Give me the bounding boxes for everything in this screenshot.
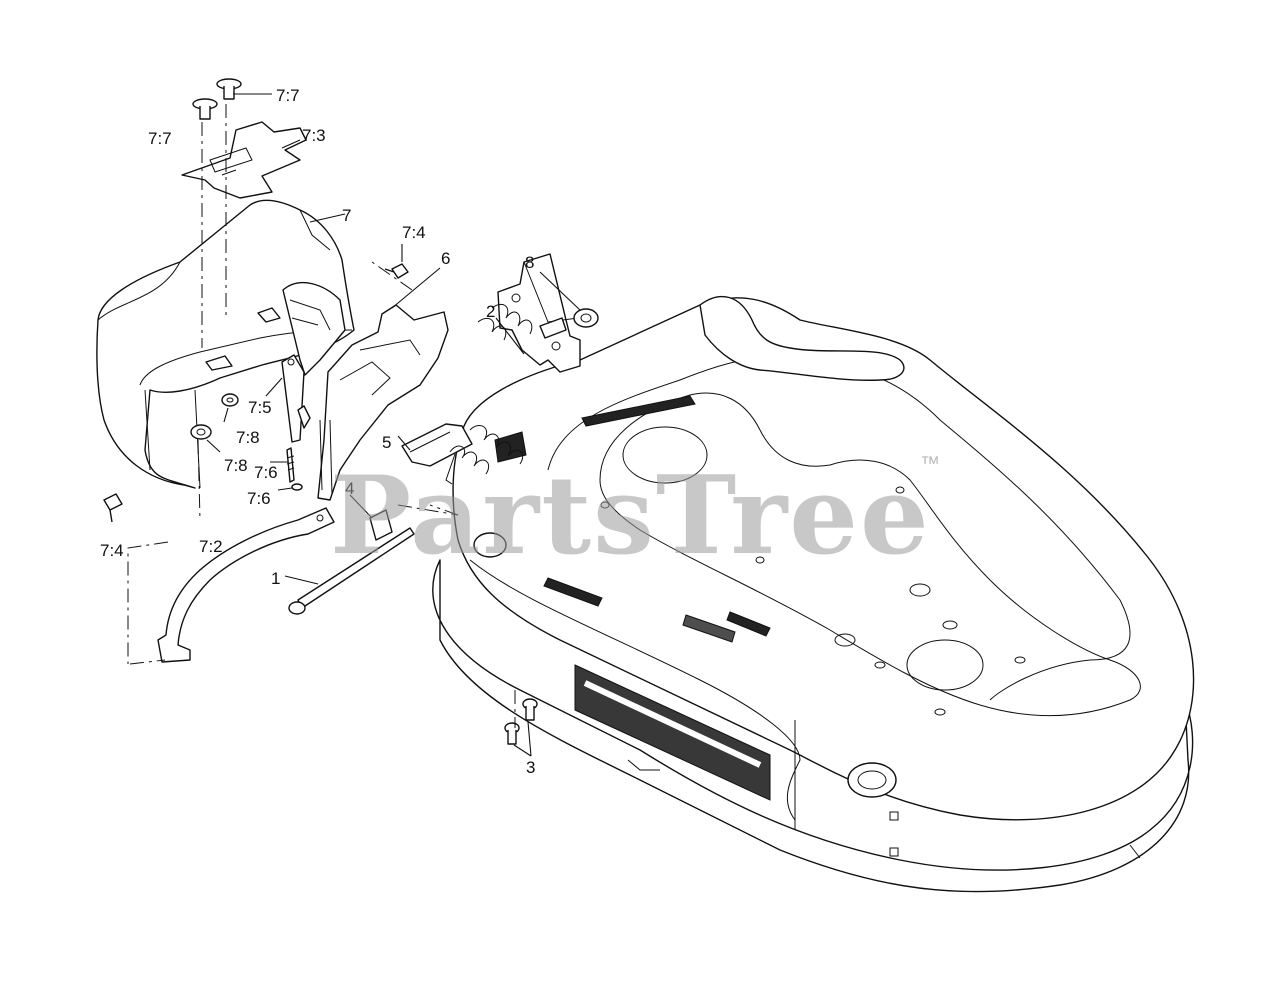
callout-6: 6 (441, 249, 450, 268)
latch (281, 354, 311, 443)
callout-7: 7 (342, 206, 351, 225)
support-arm (157, 507, 335, 663)
pivot-bracket (497, 253, 581, 373)
callout-7-2: 7:2 (199, 537, 223, 556)
bushing (573, 308, 599, 328)
washer (190, 393, 239, 440)
leader-lines (206, 93, 581, 757)
callout-labels: 7:7 7:7 7:3 7 7:4 6 8 2 7:5 7:8 7:8 7:6 … (100, 86, 535, 777)
mount-bracket (317, 304, 449, 501)
screw (286, 447, 303, 491)
callout-7-6-a: 7:6 (254, 463, 278, 482)
callout-7-8-b: 7:8 (224, 456, 248, 475)
callout-8: 8 (525, 253, 534, 272)
callout-7-4-a: 7:4 (402, 223, 426, 242)
flange-bolt (103, 263, 409, 523)
partstree-watermark: PartsTree ™ (330, 453, 940, 579)
callout-5: 5 (382, 433, 391, 452)
callout-2: 2 (486, 302, 495, 321)
commercial-decal (574, 664, 771, 801)
callout-7-7-b: 7:7 (148, 129, 172, 148)
discharge-chute (96, 199, 355, 489)
callout-4: 4 (345, 479, 354, 498)
callout-7-5: 7:5 (248, 398, 272, 417)
callout-3: 3 (526, 758, 535, 777)
alignment-lines (127, 104, 516, 728)
torsion-spring (445, 303, 533, 485)
callout-7-3: 7:3 (302, 126, 326, 145)
long-bolt (288, 527, 415, 615)
callout-7-7-a: 7:7 (276, 86, 300, 105)
callout-7-8-a: 7:8 (236, 428, 260, 447)
callout-7-4-b: 7:4 (100, 541, 124, 560)
spacer-tube (369, 509, 393, 541)
watermark-text: PartsTree (330, 453, 931, 579)
callout-1: 1 (271, 569, 280, 588)
callout-7-6-b: 7:6 (247, 489, 271, 508)
mower-deck (432, 295, 1195, 893)
watermark-trademark: ™ (920, 453, 940, 475)
carriage-bolt (192, 78, 242, 120)
spring-plate (401, 423, 473, 467)
upper-bracket (181, 121, 307, 199)
